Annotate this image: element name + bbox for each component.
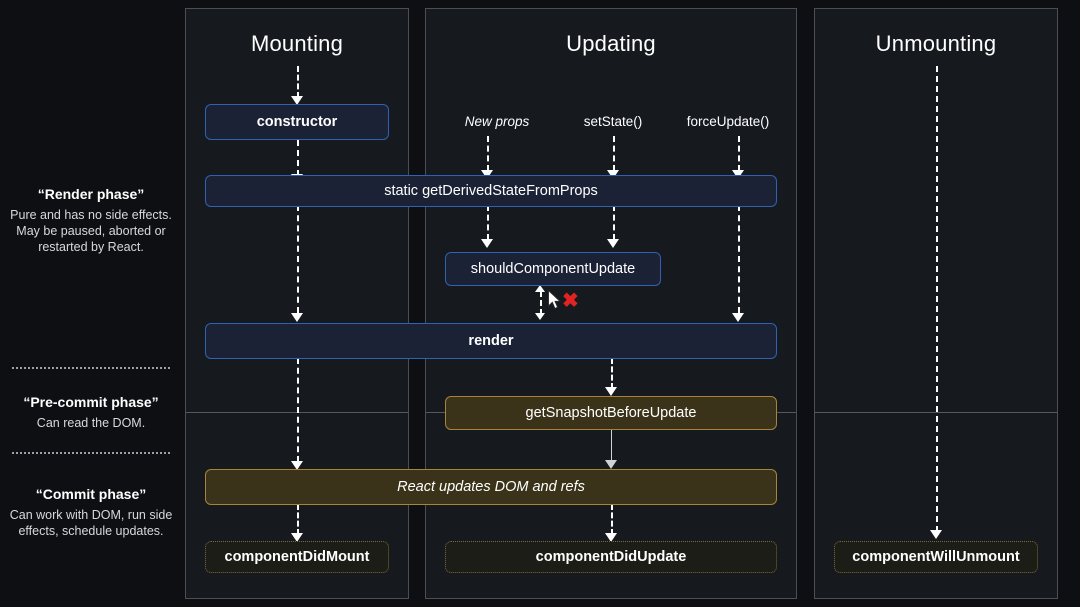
reject-x-icon: ✖	[562, 290, 579, 312]
arrow-unmounting-to-cwu	[936, 66, 938, 532]
arrowhead-react-updates-mounting	[291, 461, 303, 470]
arrow-constructor-to-gdsfp	[297, 140, 299, 176]
node-component-did-update[interactable]: componentDidUpdate	[445, 541, 777, 573]
legend-render-phase: “Render phase” Pure and has no side effe…	[0, 186, 182, 255]
arrow-force-update-to-gdsfp	[738, 136, 740, 171]
node-should-component-update[interactable]: shouldComponentUpdate	[445, 252, 661, 286]
arrowhead-gdsfp-new-props	[481, 170, 493, 179]
node-component-will-unmount[interactable]: componentWillUnmount	[834, 541, 1038, 573]
arrow-gdsfp-to-scu-left	[487, 205, 489, 240]
trigger-set-state: setState()	[583, 114, 643, 129]
legend-render-phase-body: Pure and has no side effects. May be pau…	[10, 208, 172, 254]
arrow-render-to-snapshot	[611, 358, 613, 389]
arrowhead-component-will-unmount	[930, 530, 942, 539]
phase-legend: “Render phase” Pure and has no side effe…	[0, 0, 182, 607]
legend-render-phase-title: “Render phase”	[37, 186, 145, 202]
legend-pre-commit-phase-body: Can read the DOM.	[36, 416, 146, 430]
legend-pre-commit-phase-title: “Pre-commit phase”	[23, 394, 159, 410]
arrowhead-gdsfp-force-update	[732, 170, 744, 179]
column-mounting-title: Mounting	[250, 31, 344, 56]
arrow-force-update-to-render	[738, 205, 740, 313]
legend-divider-bottom	[12, 452, 170, 454]
legend-commit-phase: “Commit phase” Can work with DOM, run si…	[0, 486, 182, 539]
arrow-snapshot-to-react-updates	[611, 430, 612, 462]
legend-commit-phase-body: Can work with DOM, run side effects, sch…	[9, 508, 173, 538]
node-get-snapshot-before-update[interactable]: getSnapshotBeforeUpdate	[445, 396, 777, 430]
node-get-derived-state-from-props[interactable]: static getDerivedStateFromProps	[205, 175, 777, 207]
arrowhead-component-did-mount	[291, 533, 303, 542]
arrowhead-render-from-scu	[535, 313, 545, 320]
node-render[interactable]: render	[205, 323, 777, 359]
mouse-cursor-icon	[548, 290, 562, 310]
arrow-render-to-react-updates-mounting	[297, 358, 299, 462]
arrow-react-updates-to-cdm	[297, 504, 299, 535]
arrowhead-react-updates-updating	[605, 460, 617, 469]
node-react-updates-dom-and-refs[interactable]: React updates DOM and refs	[205, 469, 777, 505]
column-unmounting-title: Unmounting	[875, 31, 997, 56]
arrowhead-scu-return	[535, 285, 545, 292]
arrowhead-snapshot	[605, 387, 617, 396]
arrow-scu-render-link	[540, 291, 542, 315]
arrow-set-state-to-gdsfp	[613, 136, 615, 171]
arrow-title-to-constructor	[297, 66, 299, 98]
arrow-gdsfp-to-render-mounting	[297, 205, 299, 313]
arrowhead-render-mounting	[291, 313, 303, 322]
arrowhead-render-force-update	[732, 313, 744, 322]
trigger-force-update: forceUpdate()	[686, 114, 770, 129]
arrowhead-scu-left	[481, 239, 493, 248]
arrow-new-props-to-gdsfp	[487, 136, 489, 171]
arrowhead-component-did-update	[605, 533, 617, 542]
node-constructor[interactable]: constructor	[205, 104, 389, 140]
column-updating-title: Updating	[566, 31, 656, 56]
arrowhead-gdsfp-set-state	[607, 170, 619, 179]
legend-pre-commit-phase: “Pre-commit phase” Can read the DOM.	[0, 394, 182, 431]
legend-divider-top	[12, 367, 170, 369]
trigger-new-props: New props	[464, 114, 530, 129]
arrow-react-updates-to-cdu	[611, 504, 613, 535]
node-component-did-mount[interactable]: componentDidMount	[205, 541, 389, 573]
arrowhead-scu-right	[607, 239, 619, 248]
legend-commit-phase-title: “Commit phase”	[35, 486, 147, 502]
arrowhead-constructor	[291, 96, 303, 105]
arrow-gdsfp-to-scu-right	[613, 205, 615, 240]
